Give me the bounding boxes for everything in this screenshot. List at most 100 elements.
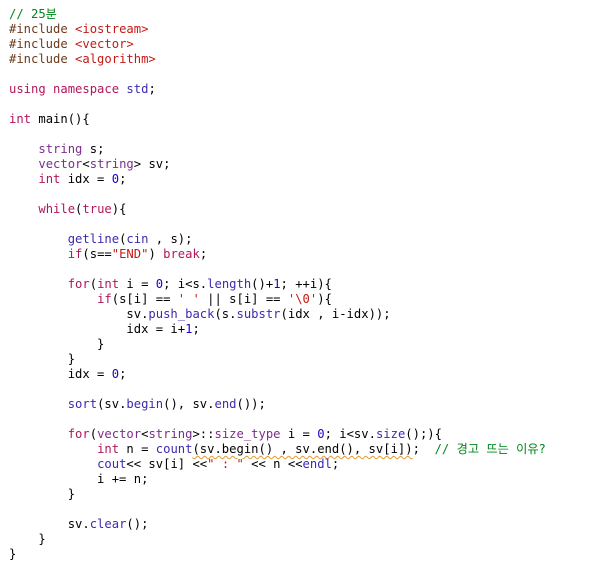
code-token: (idx , i-idx)); [280,307,391,321]
code-token [9,397,68,411]
code-line: } [9,337,104,352]
code-token: ( [75,202,83,216]
code-token: for [67,427,90,441]
code-token: 0 [317,427,325,441]
code-token [9,172,38,186]
code-token [9,247,68,261]
code-token [9,427,68,441]
code-line: #include <iostream> [9,22,148,37]
warning-underlined-code: (sv.begin() , sv.end(), sv[i]) [192,442,413,456]
code-token: ()); [236,397,266,411]
code-token: namespace [53,82,120,96]
code-token: (), sv. [163,397,215,411]
code-token: <algorithm> [75,52,156,66]
code-token: ( [89,277,98,291]
code-line: sv.clear(); [9,517,149,532]
code-token: sv. [9,517,90,531]
code-token: || s[i] == [199,292,288,306]
code-token: length [207,277,252,291]
code-token: ) [148,247,164,261]
code-token: ; [331,457,340,471]
code-token: ; [119,172,127,186]
code-token: main(){ [31,112,90,126]
code-line: string s; [9,142,104,157]
code-token [9,442,97,456]
code-token: } [9,532,46,546]
code-line: #include <vector> [9,37,134,52]
code-comment: // 경고 뜨는 이유? [434,442,546,456]
code-token: std [126,82,149,96]
code-line: int n = count(sv.begin() , sv.end(), sv[… [9,442,546,457]
code-token: 0 [155,277,164,291]
code-token: int [9,112,32,126]
code-token: int [97,442,120,456]
code-token: ; [199,247,208,261]
code-token: cin [126,232,149,246]
code-token: ( [119,232,127,246]
code-line: } [9,532,46,547]
code-line: i += n; [9,472,148,487]
code-token: 1 [273,277,281,291]
code-token: break [163,247,200,261]
code-line: int idx = 0; [9,172,126,187]
code-token: ; [148,82,156,96]
code-token: vector [38,157,83,171]
code-token: int [38,172,61,186]
code-token: string [38,142,83,156]
code-token: for [67,277,90,291]
code-token: ; [412,442,435,456]
code-token: (); [126,517,149,531]
code-token: ()+ [251,277,274,291]
code-token: string [89,157,134,171]
code-token: 1 [185,322,193,336]
code-token: substr [236,307,281,321]
code-token: << sv[i] << [126,457,208,471]
code-token: ){ [317,292,332,306]
code-token: (s. [214,307,237,321]
code-token: ; ++i){ [280,277,332,291]
code-token: s; [82,142,105,156]
code-token [9,157,38,171]
code-line: idx = i+1; [9,322,199,337]
code-line: getline(cin , s); [9,232,193,247]
code-token: #include [9,37,76,51]
code-line: } [9,352,75,367]
code-line: for(vector<string>::size_type i = 0; i<s… [9,427,442,442]
code-token: <iostream> [75,22,149,36]
code-token: if [97,292,112,306]
code-token: ; [119,367,127,381]
code-token [9,202,38,216]
code-token: while [38,202,76,216]
code-token: "END" [111,247,149,261]
code-token: cout [97,457,127,471]
code-token: using [9,82,46,96]
code-token: size [375,427,406,441]
code-line: idx = 0; [9,367,127,382]
code-token: sort [67,397,98,411]
code-token: idx = i+ [9,322,186,336]
code-line: using namespace std; [9,82,156,97]
code-token: 0 [111,172,120,186]
code-token: getline [67,232,120,246]
code-token [9,457,97,471]
code-token: << n << [243,457,303,471]
code-token: < [82,157,90,171]
code-token: size_type [214,427,281,441]
code-token: ( [89,427,98,441]
code-token: 0 [111,367,120,381]
code-token: } [9,547,17,561]
code-token: < [141,427,149,441]
code-token: i = [119,277,156,291]
code-token: #include [9,52,76,66]
code-token [9,277,68,291]
code-token: } [9,487,76,501]
code-token: int [97,277,120,291]
code-token: vector [97,427,142,441]
code-line: int main(){ [9,112,90,127]
code-token: , s); [148,232,193,246]
code-token: endl [302,457,332,471]
code-token: n = [119,442,156,456]
code-token [9,292,97,306]
code-line: vector<string> sv; [9,157,170,172]
